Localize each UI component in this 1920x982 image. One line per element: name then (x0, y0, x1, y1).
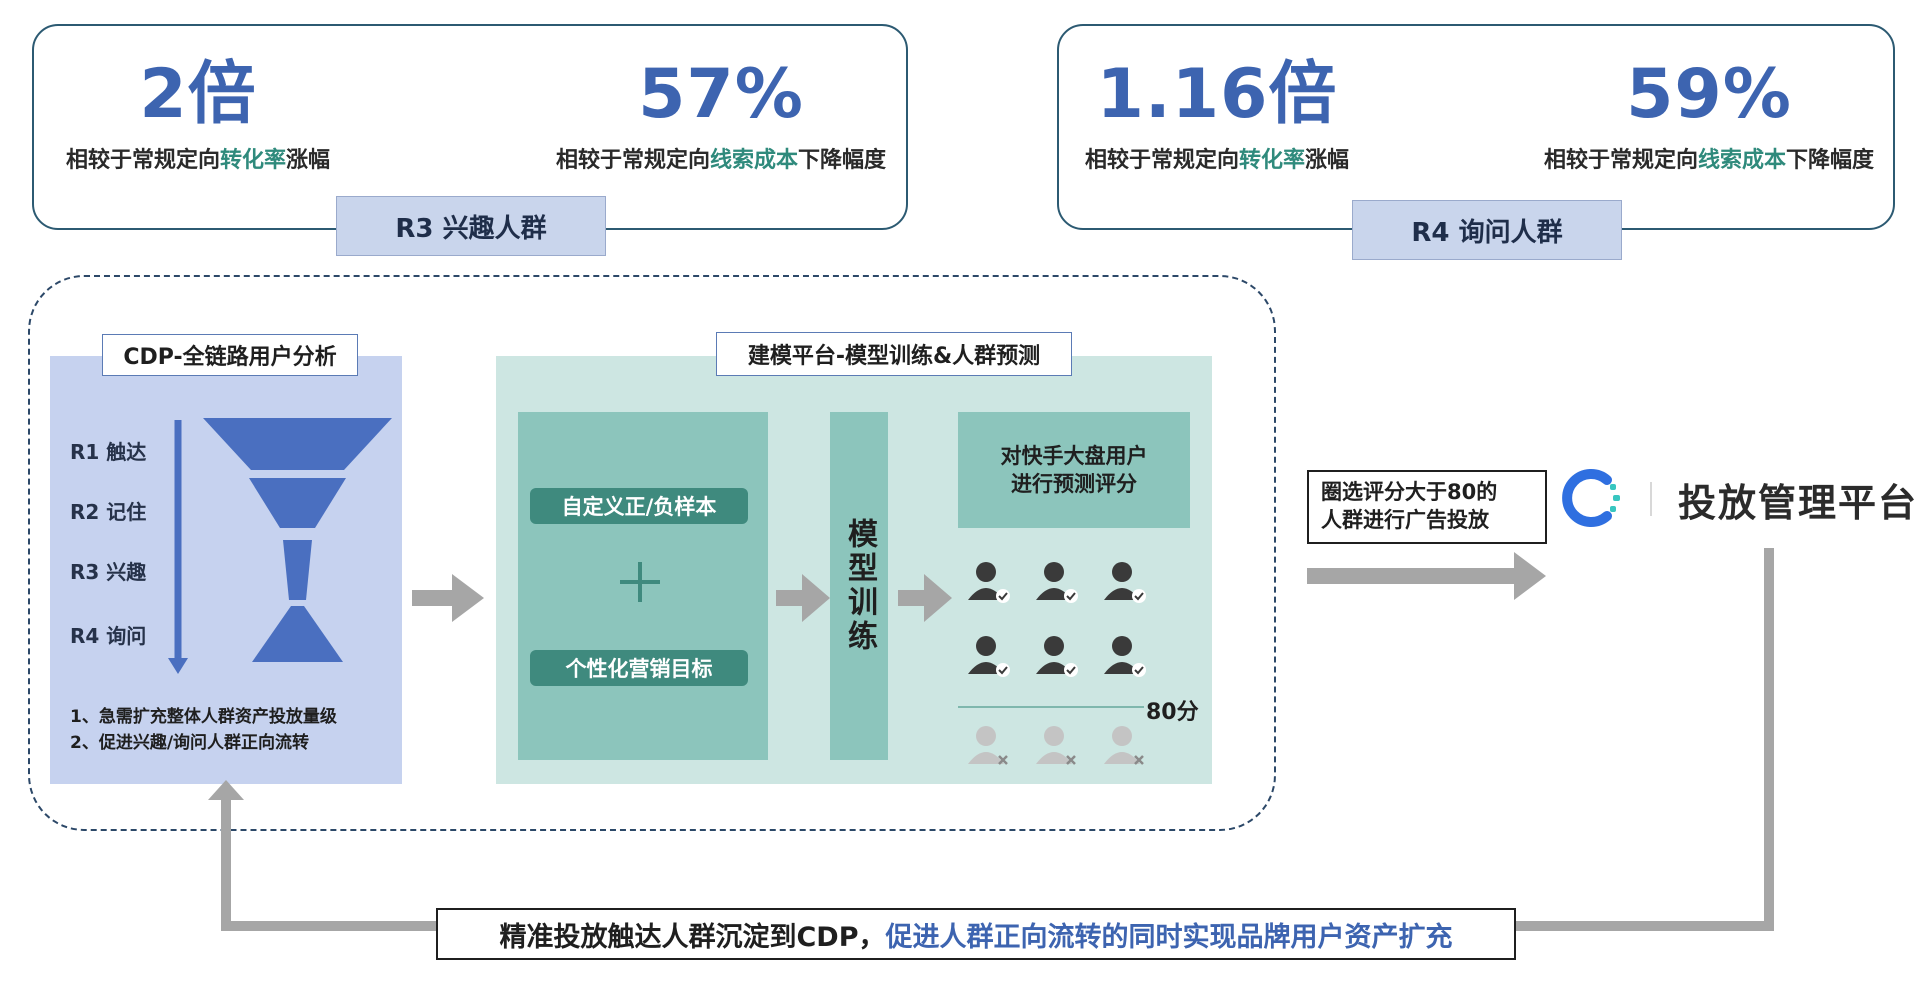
arrow-cdp-to-model (412, 574, 484, 622)
funnel-r3 (283, 540, 312, 600)
callout-line-1: 圈选评分大于80的 (1321, 480, 1498, 504)
score-threshold-label: 80分 (1146, 700, 1199, 725)
r4-segment-label: R4 询问人群 (1352, 200, 1622, 260)
modeling-panel-title: 建模平台-模型训练&人群预测 (716, 332, 1072, 376)
feedback-arrowhead (208, 780, 244, 800)
selected-user-icon (966, 558, 1014, 606)
funnel-stage-r3: R3 兴趣 (70, 560, 147, 584)
metric-value: 2倍 (139, 55, 257, 134)
platform-name: 投放管理平台 (1678, 481, 1919, 525)
r3-conversion-metric: 2倍 相较于常规定向转化率涨幅 (48, 55, 348, 174)
metric-description: 相较于常规定向线索成本下降幅度 (1543, 148, 1875, 174)
score-threshold-line (958, 706, 1144, 708)
r4-cost-metric: 59% 相较于常规定向线索成本下降幅度 (1531, 55, 1887, 174)
logo-divider (1650, 482, 1652, 516)
cdp-panel-title: CDP-全链路用户分析 (102, 334, 358, 376)
arrow-train-to-predict (898, 574, 952, 622)
metric-value: 59% (1626, 55, 1792, 134)
rejected-user-icon (1034, 722, 1082, 770)
arrow-sample-to-train (776, 574, 830, 622)
metric-description: 相较于常规定向转化率涨幅 (65, 148, 331, 174)
funnel-r2 (249, 478, 346, 528)
feedback-accent-text: 促进人群正向流转的同时实现品牌用户资产扩充 (885, 921, 1453, 953)
rejected-user-icon (966, 722, 1014, 770)
feedback-return-line (221, 796, 436, 931)
funnel-r1 (203, 418, 392, 470)
plus-icon (618, 560, 662, 604)
arrow-to-platform (1307, 552, 1546, 600)
feedback-main-text: 精准投放触达人群沉淀到CDP， (499, 921, 886, 953)
metric-value: 57% (638, 55, 804, 134)
selected-user-icon (966, 632, 1014, 680)
sample-box (518, 412, 768, 760)
prediction-box: 对快手大盘用户 进行预测评分 (958, 412, 1190, 528)
cdp-note-1: 1、急需扩充整体人群资产投放量级 (70, 707, 337, 727)
selected-user-icon (1034, 558, 1082, 606)
funnel-stage-r4: R4 询问 (70, 624, 147, 648)
r4-conversion-metric: 1.16倍 相较于常规定向转化率涨幅 (1067, 55, 1367, 174)
r3-metric-card: 2倍 相较于常规定向转化率涨幅 57% 相较于常规定向线索成本下降幅度 (32, 24, 908, 230)
rejected-user-icon (1102, 722, 1150, 770)
selected-user-icon (1102, 632, 1150, 680)
custom-sample-pill: 自定义正/负样本 (530, 488, 748, 524)
model-training-box: 模型训练 (830, 412, 888, 760)
process-region (28, 275, 1276, 831)
platform-logo-icon (1560, 466, 1624, 530)
prediction-line-2: 进行预测评分 (1011, 472, 1137, 496)
metric-description: 相较于常规定向线索成本下降幅度 (555, 148, 887, 174)
selected-user-icon (1102, 558, 1150, 606)
targeting-callout: 圈选评分大于80的 人群进行广告投放 (1307, 470, 1547, 544)
metric-highlight: 转化率 (1238, 148, 1305, 174)
r3-cost-metric: 57% 相较于常规定向线索成本下降幅度 (546, 55, 896, 174)
metric-highlight: 转化率 (219, 148, 286, 174)
metric-highlight: 线索成本 (1697, 148, 1786, 174)
prediction-line-1: 对快手大盘用户 (1000, 443, 1148, 468)
feedback-loop-line (1516, 548, 1774, 931)
funnel-stage-r2: R2 记住 (70, 500, 147, 524)
feedback-statement: 精准投放触达人群沉淀到CDP，促进人群正向流转的同时实现品牌用户资产扩充 (436, 908, 1516, 960)
metric-description: 相较于常规定向转化率涨幅 (1084, 148, 1350, 174)
callout-line-2: 人群进行广告投放 (1321, 508, 1489, 533)
r3-segment-label: R3 兴趣人群 (336, 196, 606, 256)
metric-value: 1.16倍 (1096, 55, 1338, 134)
funnel-stage-r1: R1 触达 (70, 440, 147, 464)
funnel-r4 (252, 606, 343, 662)
selected-user-icon (1034, 632, 1082, 680)
model-training-label: 模型训练 (842, 518, 877, 654)
r4-metric-card: 1.16倍 相较于常规定向转化率涨幅 59% 相较于常规定向线索成本下降幅度 (1057, 24, 1895, 230)
cdp-note-2: 2、促进兴趣/询问人群正向流转 (70, 733, 310, 753)
stage-progress-arrowhead (168, 658, 188, 674)
marketing-goal-pill: 个性化营销目标 (530, 650, 748, 686)
metric-highlight: 线索成本 (709, 148, 798, 174)
